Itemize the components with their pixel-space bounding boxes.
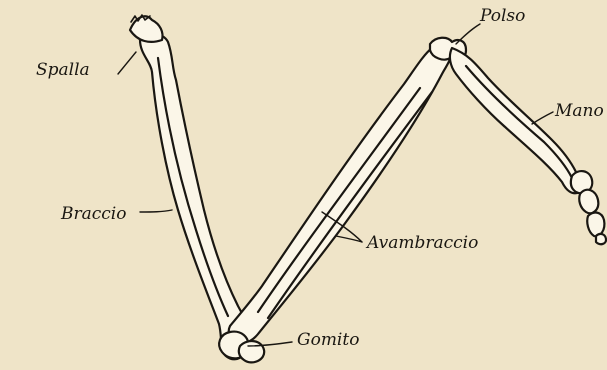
leader-mano — [532, 112, 553, 124]
digit-segment-3 — [587, 213, 604, 237]
label-avambraccio: Avambraccio — [367, 235, 478, 252]
shoulder-head — [130, 16, 163, 42]
leader-polso — [456, 24, 480, 44]
digit-segment-2 — [579, 190, 598, 214]
label-mano: Mano — [555, 103, 604, 120]
label-spalla: Spalla — [36, 62, 90, 79]
label-polso: Polso — [480, 8, 525, 25]
ulna-bone — [229, 45, 451, 344]
leader-braccio — [140, 210, 172, 212]
label-braccio: Braccio — [61, 206, 126, 223]
radius-bone — [258, 88, 420, 312]
leader-spalla — [118, 52, 136, 74]
humerus-bone — [140, 34, 249, 359]
elbow-small-bone — [239, 341, 264, 362]
digit-tip — [596, 234, 606, 244]
label-gomito: Gomito — [297, 332, 359, 349]
